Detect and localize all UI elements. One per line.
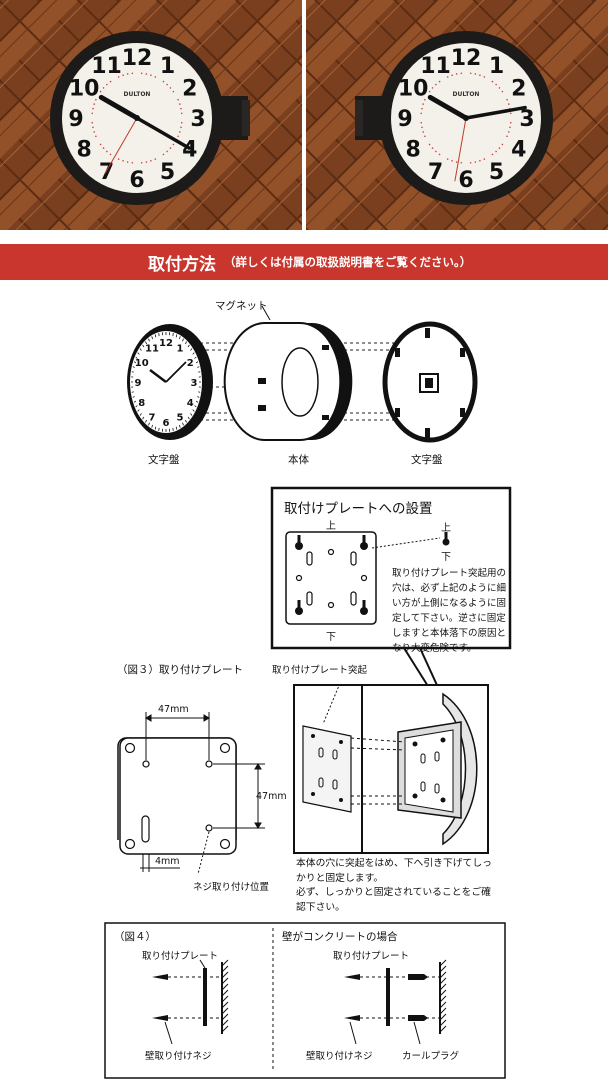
fig3-plate-drawing bbox=[119, 712, 265, 875]
numeral: 5 bbox=[160, 160, 175, 185]
numeral: 8 bbox=[77, 138, 92, 163]
fig4-diagram bbox=[104, 922, 506, 1079]
brand-logo: DULTON bbox=[453, 91, 480, 98]
fig3-small-dim: 4mm bbox=[155, 856, 180, 867]
plate-box-title: 取付けプレートへの設置 bbox=[284, 501, 433, 517]
fig4-plug-label: カールプラグ bbox=[402, 1051, 460, 1062]
section-title-bar: 取付方法 （詳しくは付属の取扱説明書をご覧ください。） bbox=[0, 244, 608, 280]
mount-illustration bbox=[293, 684, 489, 854]
numeral: 9 bbox=[68, 107, 83, 132]
dial-numeral: 5 bbox=[177, 413, 184, 424]
numeral: 6 bbox=[458, 168, 473, 193]
clock-body bbox=[223, 305, 353, 441]
plate-box-note: 取り付けプレート突起用の穴は、必ず上記のように細い方が上側になるように固定して下… bbox=[392, 568, 507, 654]
brand-logo: DULTON bbox=[124, 91, 151, 98]
numeral: 11 bbox=[91, 54, 122, 79]
dial-numeral: 7 bbox=[149, 413, 156, 424]
arrow-bottom-label: 下 bbox=[441, 552, 451, 563]
fig4-plate-right: 取り付けプレート bbox=[333, 951, 410, 962]
section-subtitle: （詳しくは付属の取扱説明書をご覧ください。） bbox=[224, 255, 472, 269]
fig3-title: （図３）取り付けプレート bbox=[117, 664, 243, 676]
numeral: 7 bbox=[428, 160, 443, 185]
fig3-note-2: 必ず、しっかりと固定されていることをご確認下さい。 bbox=[296, 887, 491, 913]
dial-back bbox=[382, 321, 478, 443]
fig4-concrete-title: 壁がコンクリートの場合 bbox=[282, 931, 398, 943]
numeral: 5 bbox=[489, 160, 504, 185]
dial-numeral: 4 bbox=[187, 398, 194, 409]
dial-back-label: 文字盤 bbox=[411, 454, 443, 466]
fig3-protrusion-label: 取り付けプレート突起 bbox=[272, 665, 368, 676]
fig3-screw-position: ネジ取り付け位置 bbox=[193, 882, 270, 893]
numeral: 2 bbox=[182, 77, 197, 102]
dial-numeral: 12 bbox=[159, 338, 173, 349]
numeral: 7 bbox=[99, 160, 114, 185]
section-title: 取付方法 bbox=[148, 255, 216, 275]
dial-numeral: 8 bbox=[138, 398, 145, 409]
numeral: 1 bbox=[489, 54, 504, 79]
dial-numeral: 9 bbox=[135, 378, 142, 389]
dial-front-label: 文字盤 bbox=[148, 454, 180, 466]
dial-numeral: 2 bbox=[187, 358, 194, 369]
fig4-screw-left: 壁取り付けネジ bbox=[145, 1051, 212, 1062]
fig3-width-dim: 47mm bbox=[158, 704, 189, 715]
dial-numeral: 3 bbox=[191, 378, 198, 389]
fig4-title: （図４） bbox=[114, 931, 156, 943]
numeral: 4 bbox=[182, 138, 197, 163]
dial-numeral: 11 bbox=[145, 343, 159, 354]
plate-bottom-label: 下 bbox=[326, 632, 336, 643]
numeral: 12 bbox=[122, 46, 153, 71]
dial-numeral: 1 bbox=[177, 343, 184, 354]
fig3-height-dim: 47mm bbox=[256, 791, 287, 802]
numeral: 9 bbox=[397, 107, 412, 132]
numeral: 3 bbox=[190, 107, 205, 132]
dial-numeral: 6 bbox=[163, 418, 170, 429]
numeral: 12 bbox=[451, 46, 482, 71]
numeral: 4 bbox=[511, 138, 526, 163]
arrow-top-label: 上 bbox=[441, 523, 451, 534]
numeral: 2 bbox=[511, 77, 526, 102]
plate-top-label: 上 bbox=[326, 521, 336, 532]
fig4-plate-left: 取り付けプレート bbox=[142, 951, 219, 962]
dial-numeral: 10 bbox=[135, 358, 149, 369]
numeral: 10 bbox=[398, 77, 429, 102]
numeral: 3 bbox=[519, 107, 534, 132]
numeral: 1 bbox=[160, 54, 175, 79]
body-label: 本体 bbox=[288, 454, 309, 466]
numeral: 11 bbox=[420, 54, 451, 79]
numeral: 6 bbox=[129, 168, 144, 193]
magnet-label: マグネット bbox=[215, 300, 268, 312]
numeral: 10 bbox=[69, 77, 100, 102]
fig4-screw-right: 壁取り付けネジ bbox=[306, 1051, 373, 1062]
numeral: 8 bbox=[406, 138, 421, 163]
fig3-note-1: 本体の穴に突起をはめ、下へ引き下げてしっかりと固定します。 bbox=[296, 858, 492, 884]
